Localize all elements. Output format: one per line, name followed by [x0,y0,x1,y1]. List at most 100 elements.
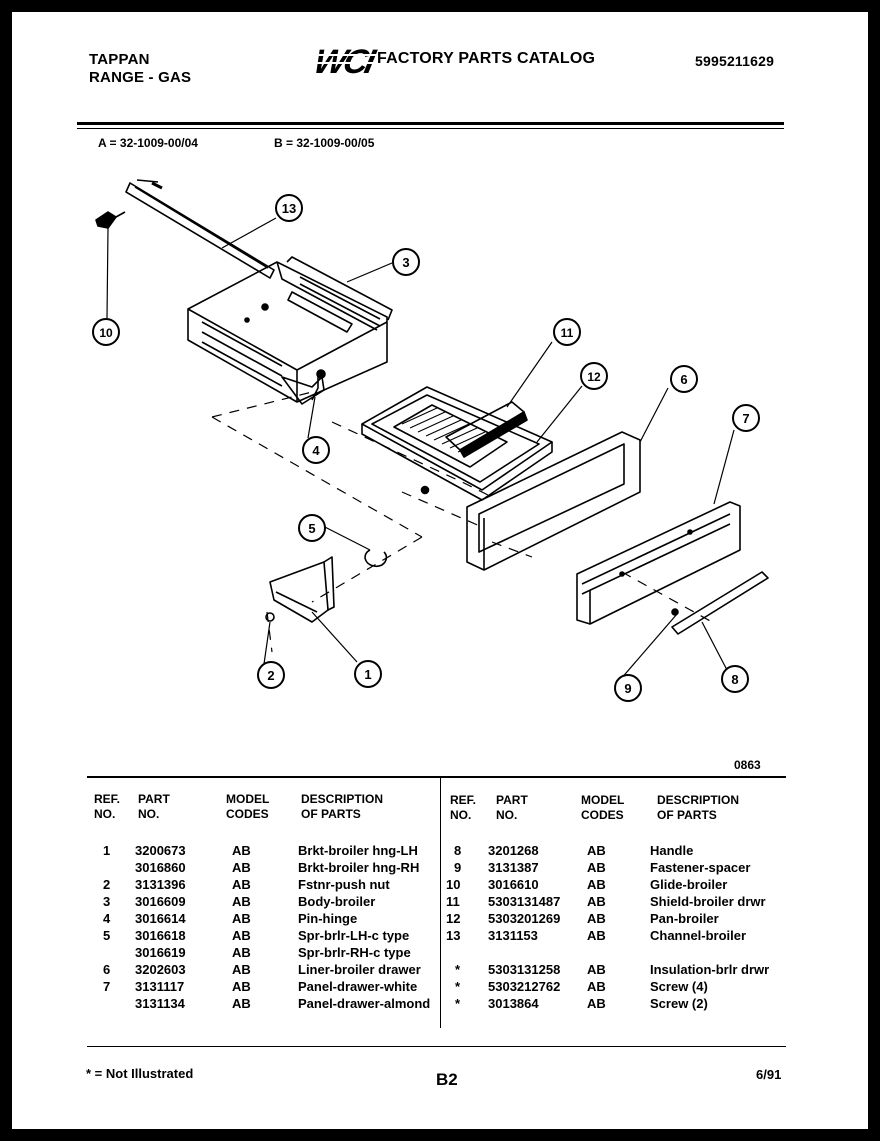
pin-hinge-part [311,376,319,401]
row-part-no: 3131387 [488,860,539,875]
row-model-code: AB [232,843,251,858]
header-rule-bottom [77,128,784,129]
row-description: Liner-broiler drawer [298,962,421,977]
fastener-spacer-part [671,608,679,616]
callout-leaders [106,217,735,681]
model-b: B = 32-1009-00/05 [274,136,375,150]
row-model-code: AB [232,996,251,1011]
row-description: Screw (4) [650,979,708,994]
callout-10: 10 [92,318,120,346]
row-part-no: 3016609 [135,894,186,909]
callout-5-text: 5 [308,521,315,536]
page-number: B2 [436,1070,458,1089]
callout-11-text: 11 [561,326,574,340]
row-part-no: 5303201269 [488,911,561,926]
product-category: RANGE - GAS [89,69,192,86]
channel-broiler-part [125,179,275,279]
row-ref: * [455,962,461,977]
row-description: Spr-brlr-LH-c type [298,928,410,943]
row-part-no: 3131396 [135,877,186,892]
row-part-no: 3016614 [135,911,186,926]
callout-1-text: 1 [364,667,371,682]
row-description: Spr-brlr-RH-c type [298,945,411,960]
row-description: Insulation-brlr drwr [650,962,770,977]
callout-12-text: 12 [587,370,601,384]
row-model-code: AB [587,843,606,858]
row-model-code: AB [587,877,606,892]
callout-2: 2 [257,661,285,689]
row-model-code: AB [587,979,606,994]
table-rule-top [87,776,786,778]
row-model-code: AB [232,911,251,926]
body-broiler-part [187,256,393,405]
row-ref: * [455,979,461,994]
callout-3: 3 [392,248,420,276]
row-part-no: 5303131487 [488,894,561,909]
callout-7: 7 [732,404,760,432]
callout-labels: 13 3 10 11 12 6 7 4 5 1 2 9 8 [92,194,760,702]
row-part-no: 3016619 [135,945,186,960]
callout-13: 13 [275,194,303,222]
header-ref-left: REF.NO. [94,792,121,821]
shield-broiler-edge [459,411,528,458]
push-nut-part [265,612,275,622]
row-ref: 11 [446,894,460,909]
row-description: Body-broiler [298,894,376,909]
row-ref: 3 [103,894,111,909]
row-ref: 4 [103,911,111,926]
callout-1: 1 [354,660,382,688]
figure-code: 0863 [734,758,761,772]
model-a: A = 32-1009-00/04 [98,136,198,150]
callout-9-text: 9 [624,681,631,696]
callout-9: 9 [614,674,642,702]
row-ref: * [455,996,461,1011]
row-ref: 7 [103,979,111,994]
row-part-no: 3202603 [135,962,186,977]
row-ref: 1 [103,843,111,858]
row-description: Fastener-spacer [650,860,751,875]
header-ref-right: REF.NO. [450,793,477,822]
row-ref: 12 [446,911,461,926]
catalog-page: TAPPAN RANGE - GAS WCI FACTORY PARTS CAT… [12,12,868,1129]
row-model-code: AB [232,979,251,994]
row-description: Panel-drawer-white [298,979,418,994]
row-part-no: 5303212762 [488,979,561,994]
row-model-code: AB [587,996,606,1011]
bracket-hinge-part [269,556,335,623]
footer-rule [87,1046,786,1047]
pin-hinge-head [316,369,326,379]
callout-4-text: 4 [312,443,320,458]
row-model-code: AB [232,928,251,943]
row-description: Brkt-broiler hng-LH [298,843,418,858]
callout-7-text: 7 [742,411,749,426]
callout-6-text: 6 [680,372,687,387]
pan-broiler-part [361,386,553,501]
row-ref: 13 [446,928,461,943]
row-ref: 6 [103,962,111,977]
catalog-title: FACTORY PARTS CATALOG [377,50,596,67]
row-description: Brkt-broiler hng-RH [298,860,420,875]
panel-drawer-part [576,501,741,625]
row-model-code: AB [232,894,251,909]
handle-part [671,571,769,635]
row-description: Pin-hinge [298,911,358,926]
callout-5: 5 [298,514,326,542]
row-part-no: 3013864 [488,996,539,1011]
wci-logo-mark: WCI [311,43,380,81]
spring-part [364,549,388,568]
row-ref: 8 [454,843,462,858]
exploded-parts-diagram: 13 3 10 11 12 6 7 4 5 1 2 9 8 0863 [92,179,769,772]
row-part-no: 3200673 [135,843,186,858]
header-rule-top [77,122,784,125]
callout-12: 12 [580,362,608,390]
callout-11: 11 [553,318,581,346]
liner-broiler-part [466,431,641,571]
svg-text:WCI: WCI [311,43,380,79]
row-ref: 2 [103,877,111,892]
row-model-code: AB [232,877,251,892]
row-description: Glide-broiler [650,877,728,892]
